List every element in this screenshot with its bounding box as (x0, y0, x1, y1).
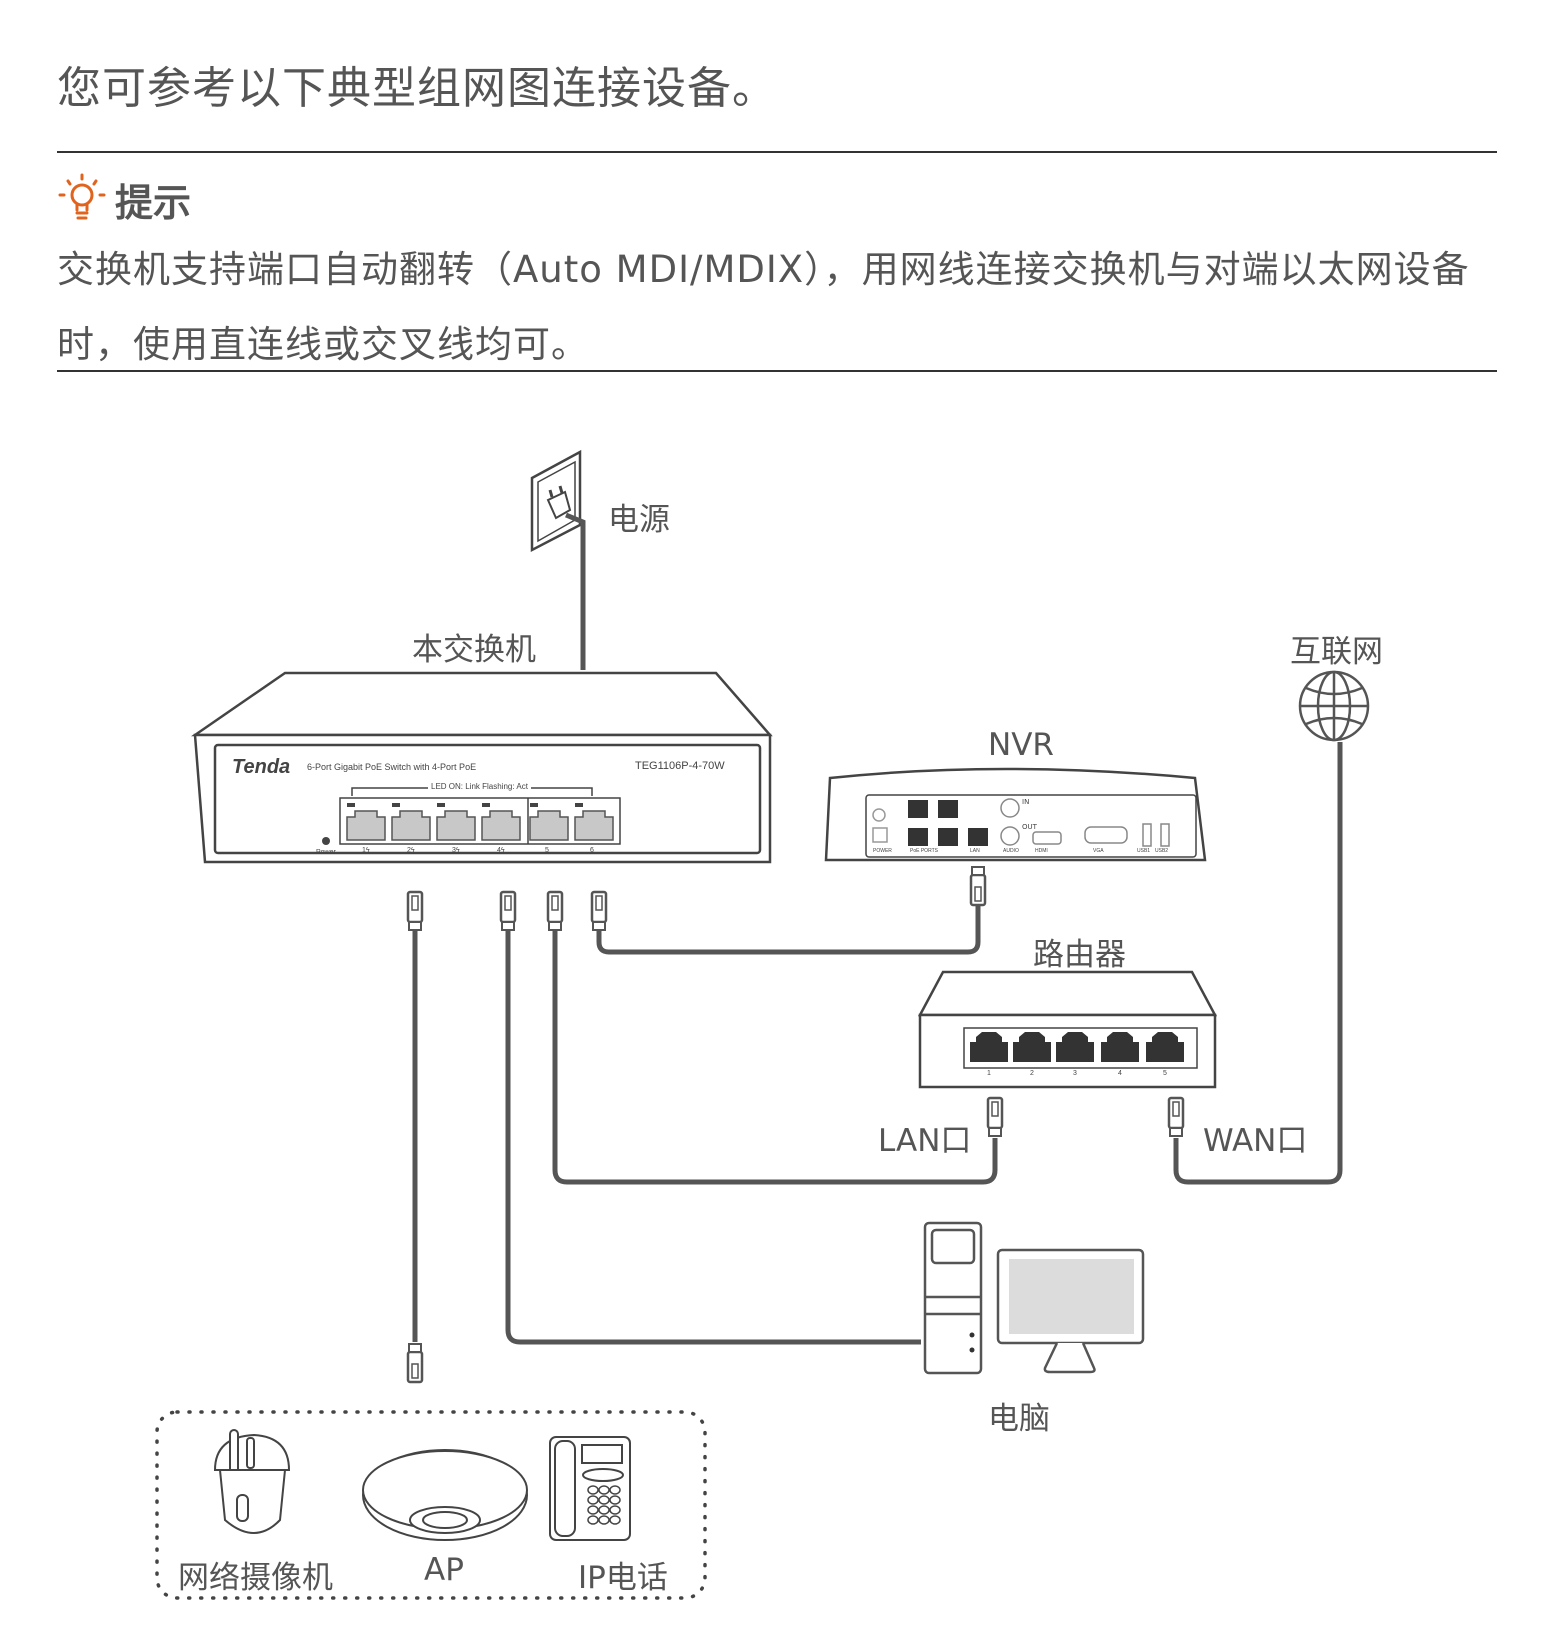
switch-ports (346, 803, 614, 841)
endpoint-group (155, 1410, 707, 1600)
nvr-port-label: PoE PORTS (910, 848, 938, 854)
switch-description: 6-Port Gigabit PoE Switch with 4-Port Po… (307, 762, 477, 772)
ip-camera-icon (213, 1429, 291, 1534)
intro-text: 您可参考以下典型组网图连接设备。 (57, 63, 777, 114)
power-label: 电源 (608, 502, 670, 538)
nvr-device (824, 767, 1207, 862)
lightbulb-icon (57, 173, 107, 227)
phone-key (587, 1495, 599, 1505)
switch-label: 本交换机 (412, 632, 536, 668)
router-label: 路由器 (1033, 937, 1126, 973)
nvr-port-label: VGA (1093, 848, 1104, 854)
switch-port-label: 4ϟ (497, 847, 505, 854)
switch-port-label: 3ϟ (452, 847, 460, 854)
switch-device (190, 671, 773, 864)
switch-port-2 (391, 803, 431, 841)
router-port-label: 2 (1030, 1070, 1034, 1077)
access-point-icon (362, 1449, 528, 1541)
nvr-label: NVR (988, 727, 1054, 763)
lan-port-label: LAN口 (878, 1123, 972, 1159)
divider-bottom (57, 370, 1497, 372)
router-port-label: 4 (1118, 1070, 1122, 1077)
pc-label: 电脑 (988, 1401, 1050, 1437)
switch-port-6 (574, 803, 614, 841)
divider-top (57, 151, 1497, 153)
phone-key (609, 1495, 621, 1505)
switch-port-5 (529, 803, 569, 841)
power-cable (565, 512, 586, 670)
phone-key (609, 1485, 621, 1495)
tip-title: 提示 (115, 181, 192, 225)
phone-key (587, 1505, 599, 1515)
switch-port-label: 6 (590, 847, 594, 854)
router-port-3 (1056, 1032, 1094, 1062)
power-outlet-icon (530, 449, 582, 553)
tip-body: 交换机支持端口自动翻转（Auto MDI/MDIX），用网线连接交换机与对端以太… (57, 248, 1470, 366)
router-port-1 (970, 1032, 1008, 1062)
monitor-icon (996, 1248, 1145, 1374)
wan-port-label: WAN口 (1203, 1123, 1308, 1159)
nvr-audio-in: IN (1022, 798, 1030, 806)
phone-key (609, 1505, 621, 1515)
switch-port-label: 2ϟ (407, 847, 415, 854)
pc-tower-icon (923, 1221, 983, 1375)
nvr-port-label: USB2 (1155, 848, 1169, 854)
nvr-port-label: AUDIO (1003, 848, 1019, 854)
led-legend: LED ON: Link Flashing: Act (428, 782, 531, 791)
globe-icon (1298, 670, 1370, 742)
router-port-4 (1101, 1032, 1139, 1062)
ip-phone-icon (549, 1436, 631, 1541)
router-port-label: 1 (987, 1070, 991, 1077)
router-device (917, 970, 1218, 1089)
switch-port-4 (481, 803, 521, 841)
phone-key (587, 1515, 599, 1525)
phone-key (598, 1505, 610, 1515)
power-led (322, 837, 330, 845)
nvr-port-label: HDMI (1035, 848, 1048, 854)
phone-key (598, 1515, 610, 1525)
phone-key (598, 1495, 610, 1505)
switch-brand-logo: Tenda (232, 756, 291, 778)
nvr-port-label: USB1 (1137, 848, 1151, 854)
nvr-audio-out: OUT (1022, 823, 1037, 831)
power-led-label: Power (316, 849, 336, 856)
phone-key (598, 1485, 610, 1495)
router-port-5 (1146, 1032, 1184, 1062)
endpoint-phone-label: IP电话 (578, 1560, 668, 1596)
nvr-port-label: LAN (970, 848, 980, 854)
switch-port-1 (346, 803, 386, 841)
internet-label: 互联网 (1290, 634, 1383, 670)
switch-port-label: 5 (545, 847, 549, 854)
nvr-port-label: POWER (873, 848, 892, 854)
phone-key (587, 1485, 599, 1495)
router-port-label: 5 (1163, 1070, 1167, 1077)
switch-model: TEG1106P-4-70W (635, 760, 725, 772)
ethernet-cables (412, 742, 1343, 1345)
phone-key (609, 1515, 621, 1525)
switch-port-3 (436, 803, 476, 841)
router-port-label: 3 (1073, 1070, 1077, 1077)
router-port-2 (1013, 1032, 1051, 1062)
endpoint-camera-label: 网络摄像机 (178, 1560, 333, 1596)
tip-header: 提示 (57, 172, 191, 227)
switch-port-label: 1ϟ (362, 847, 370, 854)
router-ports (970, 1032, 1184, 1062)
endpoint-ap-label: AP (424, 1552, 464, 1588)
